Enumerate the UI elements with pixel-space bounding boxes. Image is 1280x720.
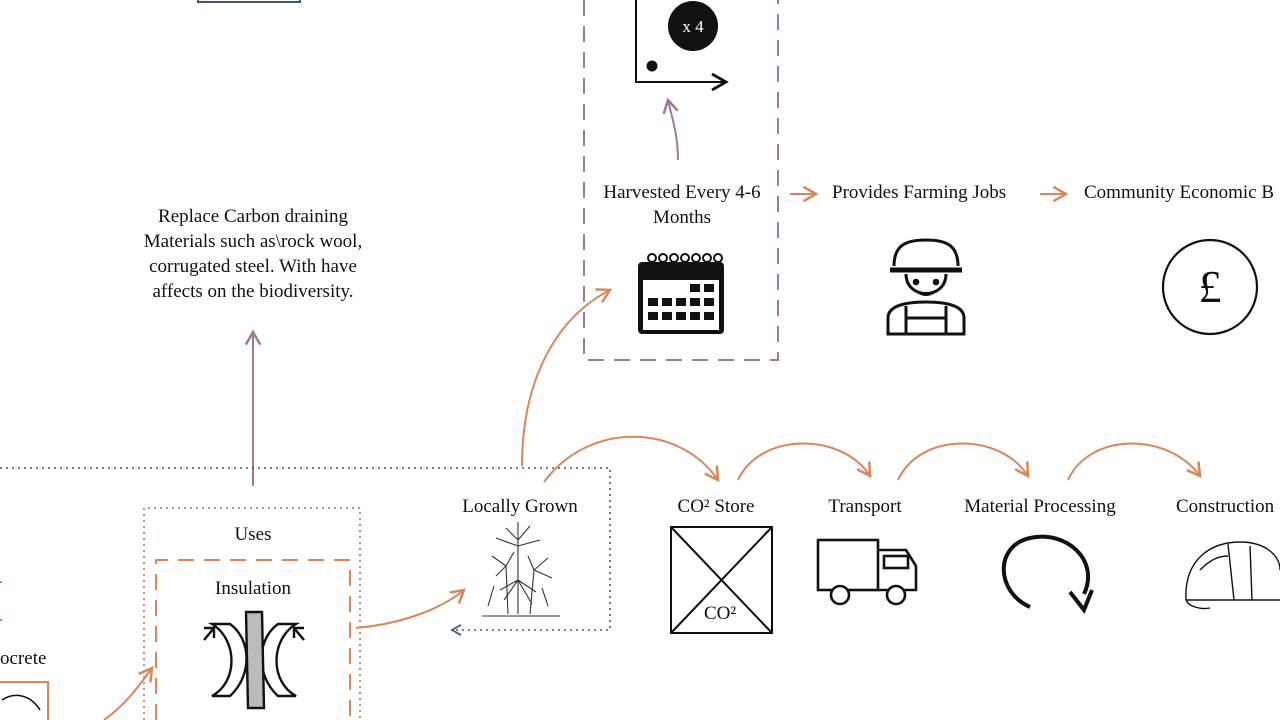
calendar-icon xyxy=(638,253,724,334)
multiplier-label: x 4 xyxy=(682,17,704,36)
insulation-label: Insulation xyxy=(215,578,291,599)
arrow-grown-to-harvest xyxy=(521,288,613,467)
harvest-dashed-frame xyxy=(583,0,779,361)
truck-icon xyxy=(816,538,918,606)
insulation-dashed-box xyxy=(155,559,351,720)
harvested-label: Harvested Every 4-6 Months xyxy=(603,182,761,228)
construction-label: Construction xyxy=(1176,496,1275,517)
dotted-connector-top xyxy=(0,467,611,636)
processing-loop-icon xyxy=(1001,534,1094,614)
farmer-icon xyxy=(886,238,966,336)
hempcrete-label: ocrete xyxy=(0,648,47,669)
top-box-edge xyxy=(197,0,301,3)
uses-dotted-box xyxy=(143,507,361,720)
uses-label: Uses xyxy=(234,524,272,545)
community-label: Community Economic B xyxy=(1084,182,1274,203)
transport-label: Transport xyxy=(828,496,902,517)
helmet-icon xyxy=(1185,541,1280,610)
farming-jobs-label: Provides Farming Jobs xyxy=(832,182,1007,203)
insulation-icon xyxy=(203,610,305,710)
growth-chart-icon xyxy=(635,0,729,92)
pound-symbol: £ xyxy=(1198,261,1222,312)
arc-grown-to-co2 xyxy=(543,435,720,483)
hempcrete-box xyxy=(0,581,49,720)
harvest-up-arrow xyxy=(662,97,679,161)
arc-processing-to-construction xyxy=(1067,442,1202,481)
co2-box-label: CO² xyxy=(703,603,737,624)
co2-store-icon xyxy=(670,526,773,634)
replace-carbon-text: Replace Carbon draining Materials such a… xyxy=(143,206,363,302)
arrow-hempcrete-to-uses xyxy=(103,665,154,720)
arc-co2-to-transport xyxy=(737,442,872,481)
material-processing-label: Material Processing xyxy=(964,496,1116,517)
pound-coin-icon xyxy=(1161,238,1259,336)
arc-transport-to-processing xyxy=(897,442,1030,481)
co2-store-label: CO² Store xyxy=(677,496,755,517)
arrow-insulation-to-grown xyxy=(355,588,466,629)
locally-grown-label: Locally Grown xyxy=(462,496,578,517)
hemp-plant-icon xyxy=(482,522,560,617)
